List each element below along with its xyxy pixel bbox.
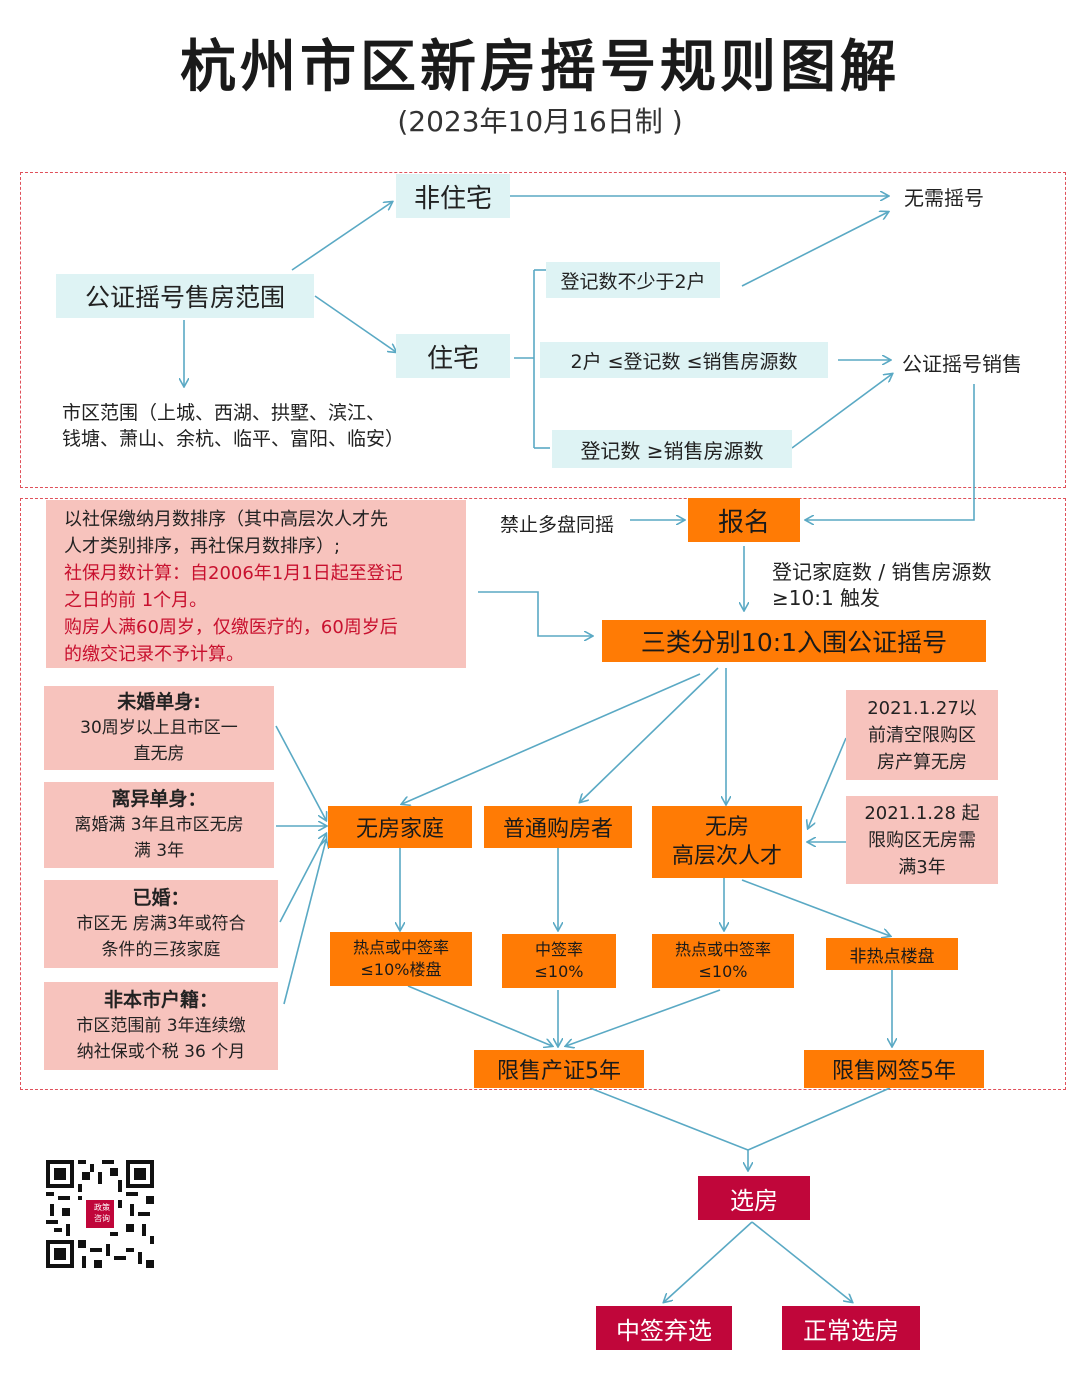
no-house-family-box: 无房家庭 xyxy=(328,806,472,848)
trigger-text-line1: 登记家庭数 / 销售房源数 xyxy=(772,560,992,584)
divorced-line1: 离婚满 3年且市区无房 xyxy=(74,815,244,835)
abandon-selection-box: 中签弃选 xyxy=(596,1306,732,1350)
high-talent-line2: 高层次人才 xyxy=(671,844,782,869)
high-talent-line1: 无房 xyxy=(704,815,749,840)
scope-text-line1: 市区范围（上城、西湖、拱墅、滨江、 xyxy=(62,402,386,424)
non-local-hukou-box: 非本市户籍： 市区范围前 3年连续缴 纳社保或个税 36 个月 xyxy=(44,982,278,1070)
scope-text-line2: 钱塘、萧山、余杭、临平、富阳、临安） xyxy=(62,428,405,450)
married-box: 已婚： 市区无 房满3年或符合 条件的三孩家庭 xyxy=(44,880,278,968)
divorced-single-box: 离异单身： 离婚满 3年且市区无房 满 3年 xyxy=(44,782,274,868)
unmarried-single-box: 未婚单身: 30周岁以上且市区一 直无房 xyxy=(44,686,274,770)
stamp-line1: 政策 xyxy=(94,1203,110,1212)
trigger-text-line2: ≥10:1 触发 xyxy=(772,586,881,610)
hot2-line2: ≤10% xyxy=(534,962,584,981)
condition-range-box: 2户 ≤登记数 ≤销售房源数 xyxy=(540,342,828,378)
stamp-line2: 咨询 xyxy=(94,1214,110,1223)
non-hot-project-box: 非热点楼盘 xyxy=(826,938,958,970)
hot-project-box-3: 热点或中签率 ≤10% xyxy=(652,934,794,988)
normal-selection-box: 正常选房 xyxy=(782,1306,920,1350)
page-title: 杭州市区新房摇号规则图解 xyxy=(180,35,900,100)
no-lottery-text: 无需摇号 xyxy=(904,186,984,210)
hot2-line1: 中签率 xyxy=(534,940,583,959)
talent-after-line3: 满3年 xyxy=(898,856,946,878)
registration-box: 报名 xyxy=(688,498,800,542)
hot3-line2: ≤10% xyxy=(698,962,748,981)
residential-box: 住宅 xyxy=(396,334,510,378)
divorced-title: 离异单身： xyxy=(111,788,207,810)
unmarried-line1: 30周岁以上且市区一 xyxy=(80,718,238,738)
married-title: 已婚： xyxy=(132,887,190,909)
ordinary-buyer-box: 普通购房者 xyxy=(484,806,632,848)
unmarried-title: 未婚单身: xyxy=(117,691,201,713)
hot-project-box-2: 中签率 ≤10% xyxy=(502,934,616,988)
hot-project-box-1: 热点或中签率 ≤10%楼盘 xyxy=(330,932,472,986)
non-local-line2: 纳社保或个税 36 个月 xyxy=(76,1042,246,1062)
rule-line-5: 购房人满60周岁，仅缴医疗的，60周岁后 xyxy=(64,617,398,638)
sale-limit-certificate-box: 限售产证5年 xyxy=(474,1050,644,1088)
talent-after-line2: 限购区无房需 xyxy=(868,829,976,851)
talent-before-line2: 前清空限购区 xyxy=(868,724,976,746)
unmarried-line2: 直无房 xyxy=(133,744,185,764)
qr-stamp-text: 政策 咨询 xyxy=(90,1202,114,1226)
talent-before-line1: 2021.1.27以 xyxy=(867,697,977,719)
rule-line-6: 的缴交记录不予计算。 xyxy=(64,644,244,665)
hot1-line1: 热点或中签率 xyxy=(352,938,449,957)
three-class-lottery-box: 三类分别10:1入围公证摇号 xyxy=(602,620,986,662)
high-talent-box: 无房 高层次人才 xyxy=(652,806,802,878)
rule-line-1: 以社保缴纳月数排序（其中高层次人才先 xyxy=(64,509,388,530)
talent-rule-before-box: 2021.1.27以 前清空限购区 房产算无房 xyxy=(846,690,998,780)
house-selection-box: 选房 xyxy=(698,1176,810,1220)
non-local-title: 非本市户籍： xyxy=(103,989,218,1011)
hot1-line2: ≤10%楼盘 xyxy=(360,960,442,979)
gongzheng-scope-box: 公证摇号售房范围 xyxy=(56,274,314,318)
talent-before-line3: 房产算无房 xyxy=(877,751,967,773)
rule-line-2: 人才类别排序，再社保月数排序）; xyxy=(64,536,341,557)
condition-exceed-box: 登记数 ≥销售房源数 xyxy=(552,430,792,468)
page-subtitle: (2023年10月16日制 ) xyxy=(397,105,683,138)
rule-line-3: 社保月数计算：自2006年1月1日起至登记 xyxy=(64,563,403,584)
qr-code-icon xyxy=(46,1160,154,1268)
sale-limit-contract-box: 限售网签5年 xyxy=(804,1050,984,1088)
married-line2: 条件的三孩家庭 xyxy=(101,940,221,960)
non-local-line1: 市区范围前 3年连续缴 xyxy=(76,1016,246,1036)
divorced-line2: 满 3年 xyxy=(133,841,185,861)
ranking-rules-box: 以社保缴纳月数排序（其中高层次人才先 人才类别排序，再社保月数排序）; 社保月数… xyxy=(46,500,466,668)
condition-min-two-box: 登记数不少于2户 xyxy=(546,262,720,298)
region-scope xyxy=(20,172,1066,488)
notary-sale-text: 公证摇号销售 xyxy=(902,352,1022,376)
talent-after-line1: 2021.1.28 起 xyxy=(864,802,980,824)
married-line1: 市区无 房满3年或符合 xyxy=(76,914,246,934)
talent-rule-after-box: 2021.1.28 起 限购区无房需 满3年 xyxy=(846,796,998,884)
non-residential-box: 非住宅 xyxy=(396,174,510,218)
rule-line-4: 之日的前 1个月。 xyxy=(64,590,208,611)
no-multi-lottery-text: 禁止多盘同摇 xyxy=(500,514,615,536)
hot3-line1: 热点或中签率 xyxy=(674,940,771,959)
region-lottery xyxy=(20,498,1066,1090)
